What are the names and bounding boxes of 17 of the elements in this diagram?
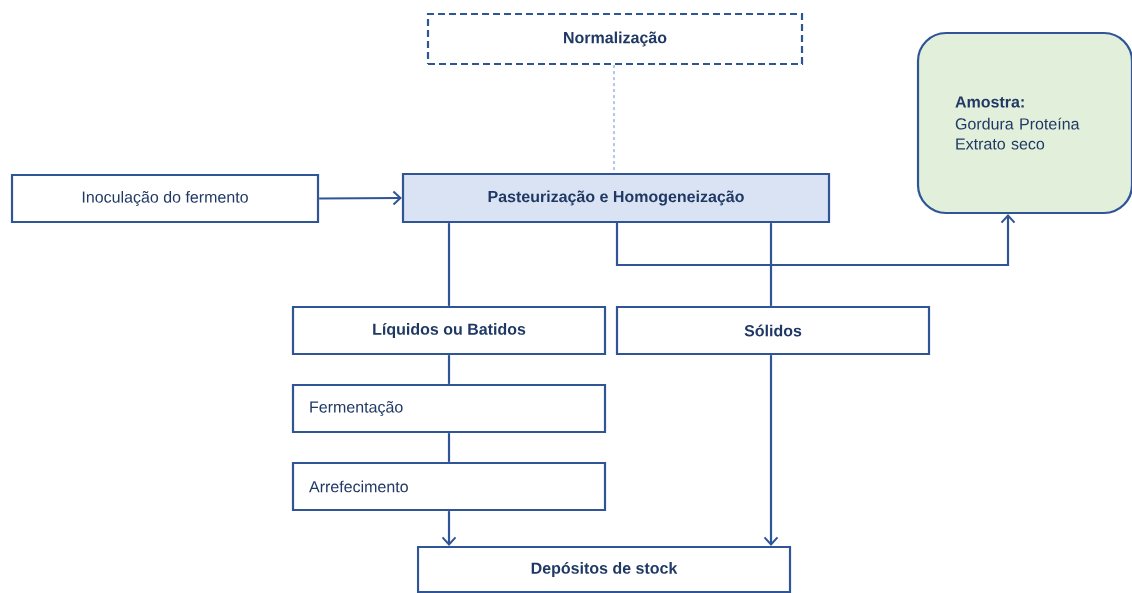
connector-line bbox=[447, 433, 451, 462]
process-box: Líquidos ou Batidos bbox=[291, 305, 607, 356]
process-box: Fermentação bbox=[291, 383, 607, 434]
process-box: Normalização bbox=[426, 12, 804, 66]
process-box: Depósitos de stock bbox=[416, 545, 792, 593]
process-box: Arrefecimento bbox=[291, 461, 607, 512]
connector-line bbox=[447, 223, 451, 306]
process-box: Sólidos bbox=[615, 305, 931, 356]
arrow bbox=[763, 355, 779, 546]
arrow bbox=[615, 214, 1016, 267]
connector-line bbox=[447, 355, 451, 384]
sample-box: Amostra: Gordura Proteína Extrato seco bbox=[916, 31, 1132, 215]
arrow bbox=[319, 190, 402, 206]
process-box: Pasteurização e Homogeneização bbox=[401, 172, 831, 224]
connector-line bbox=[769, 223, 773, 306]
arrow bbox=[441, 511, 457, 546]
process-box: Inoculação do fermento bbox=[10, 173, 320, 224]
